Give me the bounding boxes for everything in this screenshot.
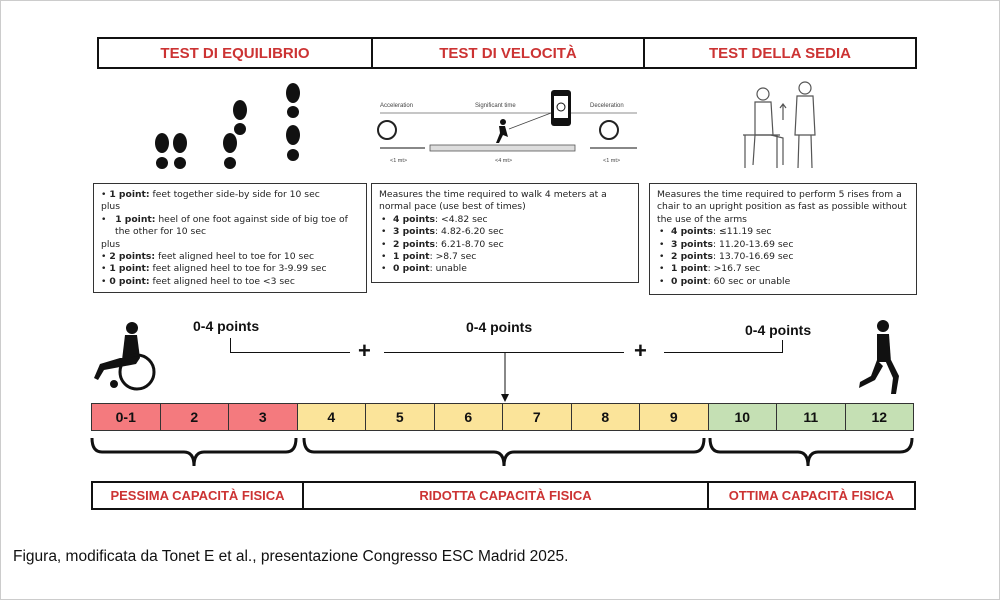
criteria-item: 3 points: 4.82-6.20 sec — [379, 226, 631, 239]
criteria-intro: Measures the time required to walk 4 met… — [379, 189, 607, 213]
score-cell: 5 — [366, 404, 435, 430]
connector-line — [384, 352, 624, 353]
distance-label: <1 mt> — [603, 158, 620, 164]
significant-time-label: Significant time — [475, 103, 516, 109]
criteria-line: plus — [101, 201, 120, 213]
distance-label: <1 mt> — [390, 158, 407, 164]
speedometer-icon — [599, 120, 619, 140]
score-cell: 6 — [434, 404, 503, 430]
criteria-item: 4 points: <4.82 sec — [379, 214, 631, 227]
criteria-line: • 1 point: feet aligned heel to toe for … — [101, 263, 327, 275]
category-excellent: OTTIMA CAPACITÀ FISICA — [707, 481, 916, 510]
criteria-item: 3 points: 11.20-13.69 sec — [657, 239, 909, 252]
chair-stand-illustration — [743, 81, 816, 169]
range-braces — [90, 437, 914, 467]
connector-line — [782, 340, 783, 353]
acceleration-label: Acceleration — [380, 103, 413, 109]
criteria-line: • 1 point: feet together side-by side fo… — [101, 189, 320, 200]
connector-line — [664, 352, 782, 353]
criteria-item: 2 points: 6.21-8.70 sec — [379, 239, 631, 252]
running-person-icon — [859, 320, 899, 394]
header-balance-test: TEST DI EQUILIBRIO — [97, 37, 373, 69]
header-speed-test: TEST DI VELOCITÀ — [371, 37, 645, 69]
category-poor: PESSIMA CAPACITÀ FISICA — [91, 481, 304, 510]
category-reduced: RIDOTTA CAPACITÀ FISICA — [302, 481, 709, 510]
criteria-item: 0 point: unable — [379, 263, 631, 276]
header-chair-test: TEST DELLA SEDIA — [643, 37, 917, 69]
score-cell: 12 — [845, 404, 913, 430]
criteria-item: 1 point: >8.7 sec — [379, 251, 631, 264]
score-cell: 4 — [297, 404, 366, 430]
distance-label: <4 mt> — [495, 158, 512, 164]
score-cell: 11 — [777, 404, 846, 430]
speedometer-icon — [377, 120, 397, 140]
walking-person-icon — [496, 119, 508, 143]
criteria-item: 2 points: 13.70-16.69 sec — [657, 251, 909, 264]
balance-points-label: 0-4 points — [193, 318, 260, 334]
chair-points-label: 0-4 points — [745, 322, 812, 338]
plus-sign: + — [634, 338, 647, 363]
score-cell: 3 — [229, 404, 298, 430]
plus-sign: + — [358, 338, 371, 363]
score-cell: 9 — [640, 404, 709, 430]
walking-speed-illustration: Acceleration Significant time Decelerati… — [377, 90, 637, 164]
criteria-line: • 0 point: feet aligned heel to toe <3 s… — [101, 275, 295, 287]
score-cell: 7 — [503, 404, 572, 430]
criteria-intro: Measures the time required to perform 5 … — [657, 189, 907, 225]
criteria-item: 4 points: ≤11.19 sec — [657, 226, 909, 239]
speed-points-label: 0-4 points — [466, 319, 533, 335]
score-cell: 0-1 — [92, 404, 161, 430]
score-cell: 10 — [708, 404, 777, 430]
criteria-item: 1 point: >16.7 sec — [657, 263, 909, 276]
score-cell: 8 — [571, 404, 640, 430]
figure-caption: Figura, modificata da Tonet E et al., pr… — [13, 548, 569, 565]
speed-test-criteria: Measures the time required to walk 4 met… — [371, 183, 639, 283]
connector-line — [230, 352, 350, 353]
criteria-line: • 2 points: feet aligned heel to toe for… — [101, 251, 315, 263]
criteria-line: • 1 point: heel of one foot against side… — [101, 213, 348, 238]
wheelchair-icon — [94, 322, 156, 391]
score-cell: 2 — [160, 404, 229, 430]
deceleration-label: Deceleration — [590, 103, 624, 109]
connector-line — [230, 338, 231, 353]
chair-test-criteria: Measures the time required to perform 5 … — [649, 183, 917, 295]
arrow-down-icon — [501, 352, 509, 402]
criteria-line: plus — [101, 238, 120, 250]
footprints-icon — [155, 83, 300, 169]
criteria-item: 0 point: 60 sec or unable — [657, 276, 909, 289]
balance-test-criteria: • 1 point: feet together side-by side fo… — [93, 183, 367, 293]
